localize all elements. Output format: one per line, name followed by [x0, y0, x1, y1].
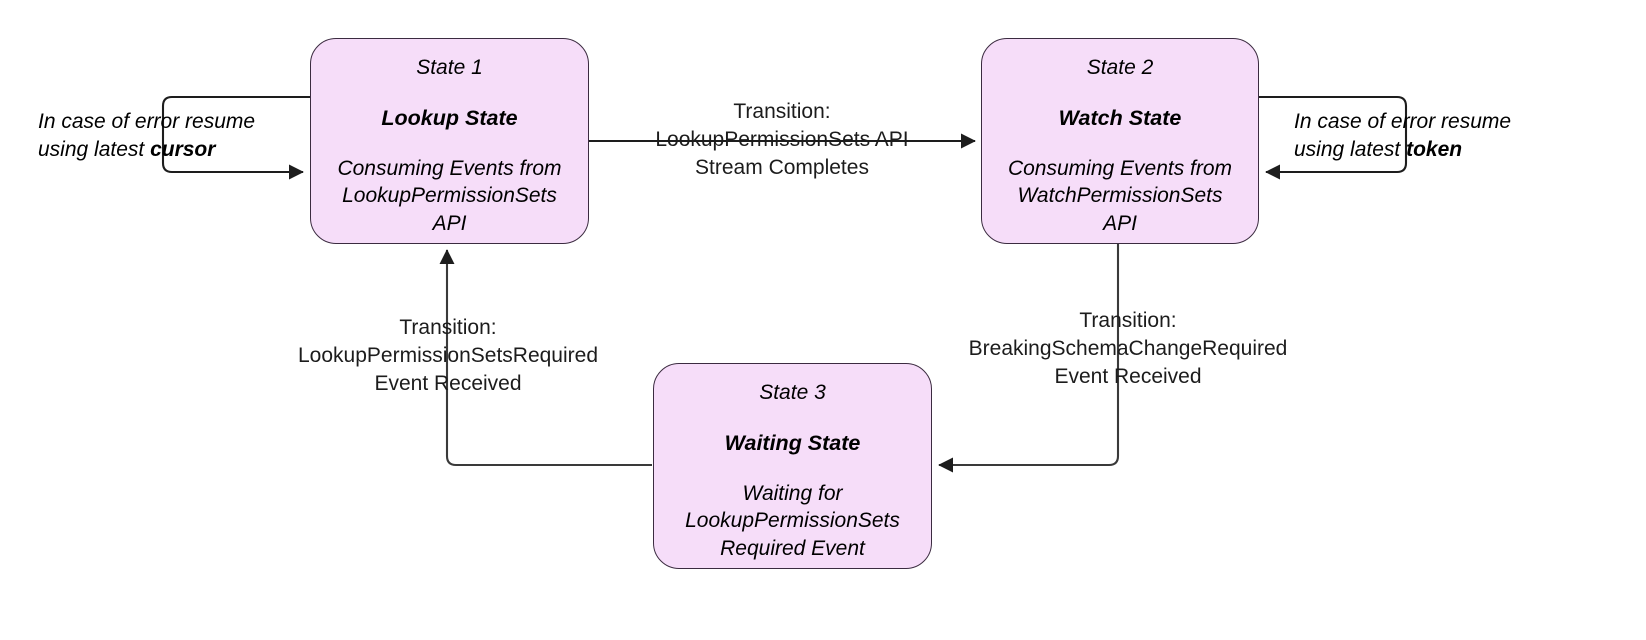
edge-waiting-to-lookup [439, 249, 652, 467]
transition-label-waiting-to-lookup: Transition: LookupPermissionSetsRequired… [298, 316, 598, 395]
state-description-label: Consuming Events from LookupPermissionSe… [337, 156, 562, 236]
self-loop-line-2-emphasis: cursor [150, 137, 216, 161]
edge-watch-to-waiting [938, 244, 1120, 473]
self-loop-line-1: In case of error resume [38, 110, 256, 133]
edge-lookup-self-loop [161, 95, 310, 180]
edge-watch-self-loop [1259, 95, 1408, 180]
state-node-watch[interactable]: State 2 Watch State Consuming Events fro… [981, 38, 1259, 244]
transition-label-watch-to-waiting: Transition: BreakingSchemaChangeRequired… [968, 309, 1288, 388]
state-title-label: Lookup State [381, 106, 518, 131]
self-loop-line-2-prefix: using latest [1294, 137, 1407, 161]
self-loop-label-lookup-error-resume: In case of error resume using latest cur… [38, 108, 255, 164]
state-id-label: State 3 [759, 381, 826, 404]
transition-label-lookup-to-watch: Transition: LookupPermissionSets API Str… [655, 100, 909, 179]
self-loop-line-2-emphasis: token [1406, 137, 1463, 161]
self-loop-line-2: using latest token [1294, 136, 1511, 164]
state-node-lookup[interactable]: State 1 Lookup State Consuming Events fr… [310, 38, 589, 244]
state-id-label: State 1 [416, 56, 483, 79]
self-loop-label-watch-error-resume: In case of error resume using latest tok… [1294, 108, 1511, 164]
self-loop-line-2: using latest cursor [38, 136, 255, 164]
state-description-label: Waiting for LookupPermissionSets Require… [685, 481, 900, 561]
self-loop-line-1: In case of error resume [1294, 110, 1512, 133]
state-node-waiting[interactable]: State 3 Waiting State Waiting for Lookup… [653, 363, 932, 569]
state-description-label: Consuming Events from WatchPermissionSet… [1007, 156, 1233, 236]
self-loop-line-2-prefix: using latest [38, 137, 151, 161]
state-title-label: Waiting State [724, 431, 861, 456]
state-id-label: State 2 [1086, 56, 1154, 79]
state-title-label: Watch State [1058, 106, 1182, 131]
